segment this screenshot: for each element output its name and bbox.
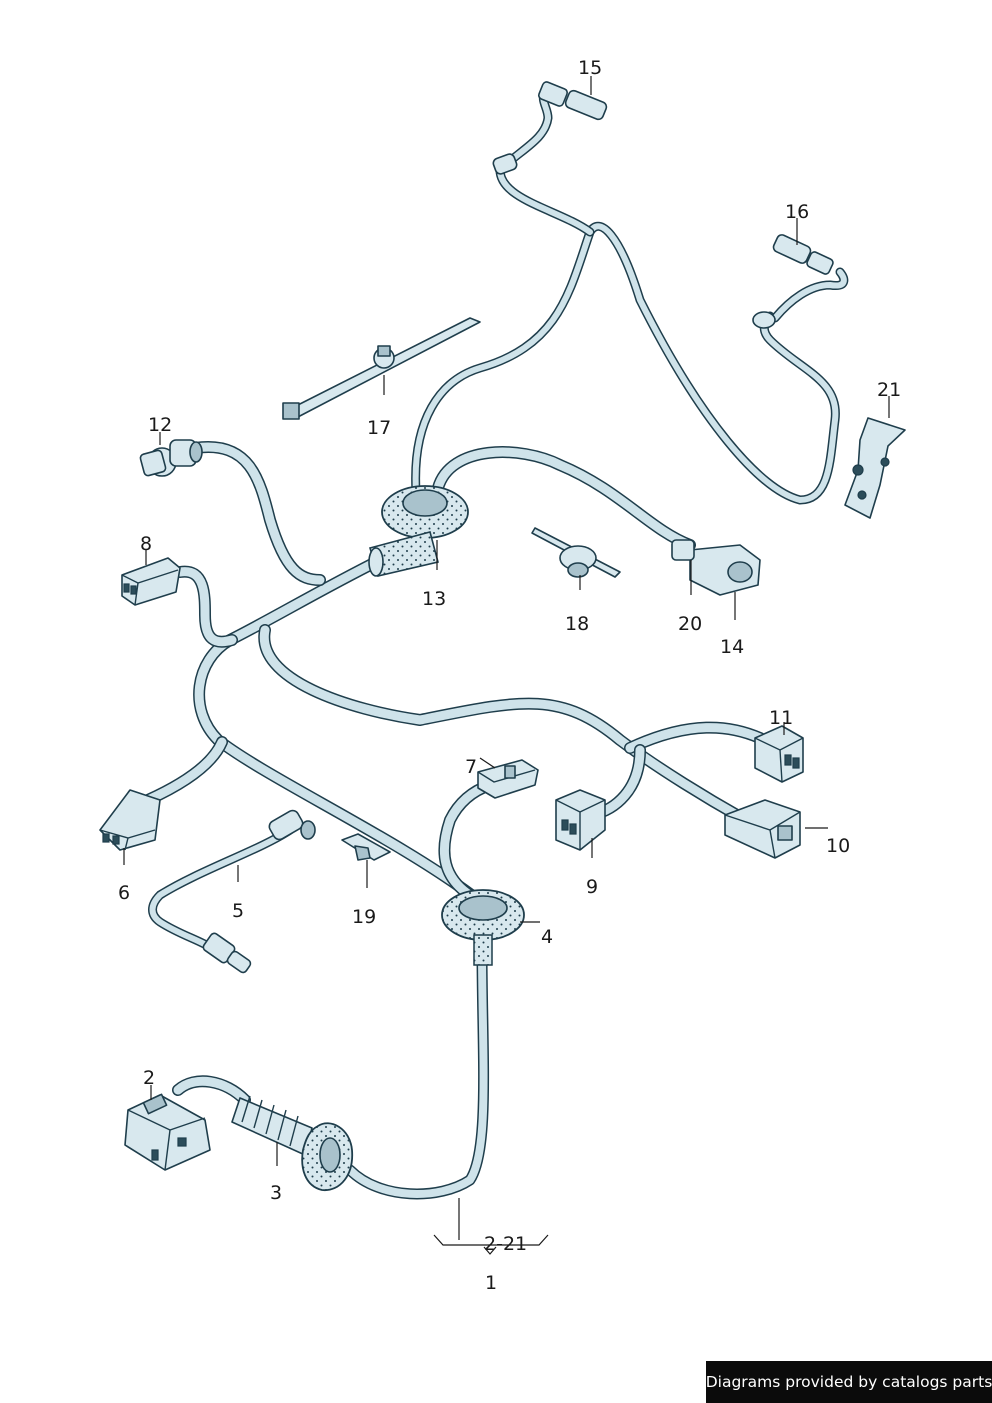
wire-core <box>194 555 483 905</box>
cable-tie-17 <box>282 317 481 420</box>
wire-core <box>190 442 325 585</box>
wire-core <box>625 723 765 753</box>
wire-outline <box>189 440 326 586</box>
wire-core <box>439 780 495 905</box>
clip-19 <box>341 833 391 861</box>
leader-lines <box>123 76 890 1255</box>
label-1: 1 <box>485 1272 497 1294</box>
bracket-21 <box>844 417 906 519</box>
label-9: 9 <box>586 876 598 898</box>
wire-core <box>497 90 593 235</box>
label-17: 17 <box>367 417 391 439</box>
connector-10 <box>724 799 801 859</box>
wire-outline <box>193 554 484 906</box>
wire-core <box>143 737 227 805</box>
label-4: 4 <box>541 926 553 948</box>
label-11: 11 <box>769 707 793 729</box>
wire-core <box>259 625 747 823</box>
label-range: 2-21 <box>484 1233 527 1255</box>
connector-7 <box>477 759 539 799</box>
label-7: 7 <box>465 756 477 778</box>
label-10: 10 <box>826 835 850 857</box>
label-16: 16 <box>785 201 809 223</box>
connector-5-end <box>202 809 316 974</box>
connector-8 <box>121 557 181 606</box>
label-21: 21 <box>877 379 901 401</box>
connector-9 <box>555 789 606 851</box>
connector-12 <box>139 439 203 477</box>
connector-6 <box>99 789 161 851</box>
label-15: 15 <box>578 57 602 79</box>
wire-core <box>412 223 839 503</box>
boot-seal-3 <box>231 1095 353 1191</box>
grommet-4 <box>441 889 525 966</box>
connector-2 <box>124 1093 211 1171</box>
wire-outline <box>770 267 849 323</box>
sensor-16 <box>752 234 834 329</box>
wire-core <box>772 269 847 321</box>
label-2: 2 <box>143 1067 155 1089</box>
wire-core <box>175 567 237 647</box>
label-12: 12 <box>148 414 172 436</box>
sensor-15 <box>492 81 608 175</box>
connector-14 <box>671 539 761 596</box>
wire-core <box>149 827 293 953</box>
credit-banner: Diagrams provided by catalogs parts <box>706 1361 992 1403</box>
label-14: 14 <box>720 636 744 658</box>
label-3: 3 <box>270 1182 282 1204</box>
part-labels: 15 16 21 17 12 8 13 18 20 14 11 7 10 9 6… <box>118 57 901 1294</box>
label-13: 13 <box>422 588 446 610</box>
label-20: 20 <box>678 613 702 635</box>
label-5: 5 <box>232 900 244 922</box>
wire-core <box>433 447 695 550</box>
wire-core <box>173 1076 250 1105</box>
label-18: 18 <box>565 613 589 635</box>
label-6: 6 <box>118 882 130 904</box>
clip-18 <box>531 527 621 578</box>
label-19: 19 <box>352 906 376 928</box>
connector-11 <box>754 725 804 783</box>
grommet-13 <box>368 485 469 577</box>
label-8: 8 <box>140 533 152 555</box>
